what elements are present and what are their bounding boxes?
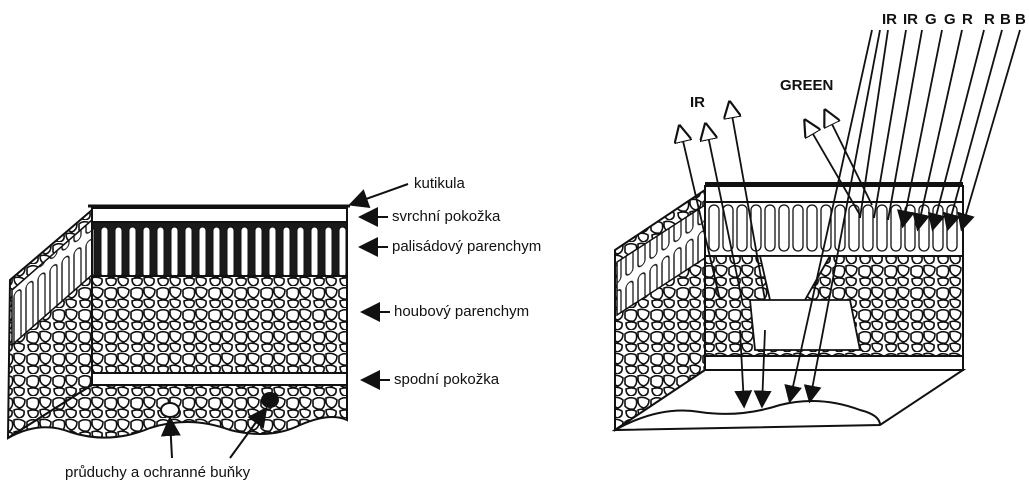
band-label-7: B <box>1000 12 1011 28</box>
left-front-palisade <box>92 222 347 276</box>
left-front-upper-epidermis <box>92 208 347 222</box>
right-lower-epidermis <box>705 356 963 370</box>
label-houbovy-parenchym: houbový parenchym <box>394 304 529 320</box>
stoma-1 <box>161 403 179 417</box>
band-label-5: R <box>962 12 973 28</box>
band-label-3: G <box>925 12 937 28</box>
right-front-palisade <box>705 202 963 256</box>
left-front-lower-epidermis <box>92 373 347 385</box>
label-pruduchy: průduchy a ochranné buňky <box>65 465 250 481</box>
label-reflected-green: GREEN <box>780 78 833 94</box>
ray-b-2 <box>962 30 1020 228</box>
label-svrchni-pokozka: svrchní pokožka <box>392 209 500 225</box>
band-label-8: B <box>1015 12 1026 28</box>
label-palisadovy-parenchym: palisádový parenchym <box>392 239 541 255</box>
right-leaf-block <box>615 182 963 430</box>
stoma-2 <box>261 392 279 408</box>
label-kutikula: kutikula <box>414 176 465 192</box>
left-leaf-block <box>8 206 350 438</box>
left-front-spongy <box>92 275 347 383</box>
band-label-6: R <box>984 12 995 28</box>
arrow-pruduchy-1 <box>170 420 172 458</box>
arrow-kutikula <box>352 184 408 204</box>
band-label-1: IR <box>882 12 897 28</box>
band-label-4: G <box>944 12 956 28</box>
label-spodni-pokozka: spodní pokožka <box>394 372 499 388</box>
label-reflected-ir: IR <box>690 95 705 111</box>
band-label-2: IR <box>903 12 918 28</box>
